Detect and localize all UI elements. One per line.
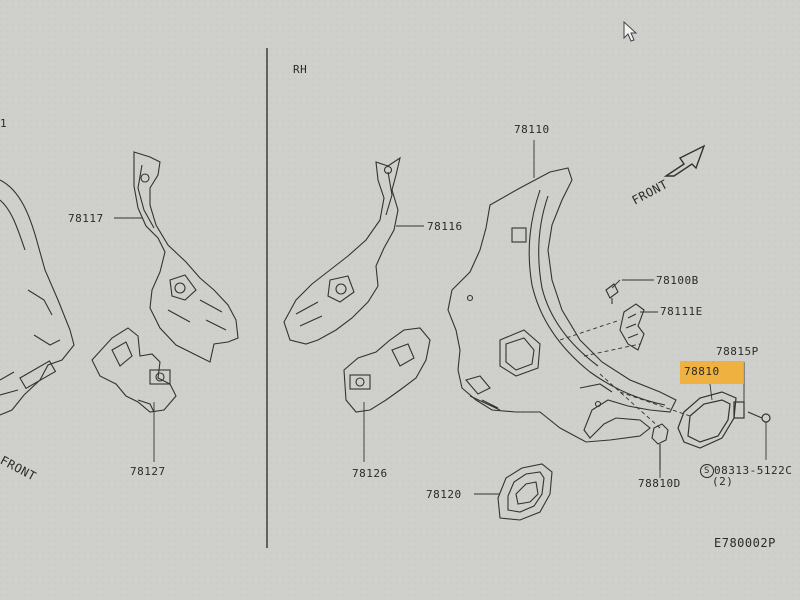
label-78111e: 78111E (660, 305, 703, 318)
label-08313: 08313-5122C (714, 464, 793, 477)
label-78126: 78126 (352, 467, 388, 480)
part-78100b-drawing (605, 283, 619, 304)
part-78111e-drawing (619, 303, 645, 351)
label-78810: 78810 (684, 365, 720, 378)
part-78110-drawing (447, 167, 677, 443)
label-78815p: 78815P (716, 345, 759, 358)
part-78120-drawing (497, 463, 553, 521)
label-78810d: 78810D (638, 477, 681, 490)
label-78110: 78110 (514, 123, 550, 136)
dashed-assembly-lines (559, 319, 691, 429)
part-78117-drawing (133, 151, 239, 363)
front-arrow-icon (663, 144, 706, 177)
label-78100b: 78100B (656, 274, 699, 287)
label-lh-cut: 1 (0, 117, 8, 130)
label-78117: 78117 (68, 212, 104, 225)
label-78127: 78127 (130, 465, 166, 478)
mouse-cursor-icon (623, 20, 638, 42)
label-08313-circle: S (700, 464, 714, 478)
part-78810d-drawing (651, 423, 669, 470)
lh-partial-panel (0, 179, 75, 416)
label-78116: 78116 (427, 220, 463, 233)
highlight-78810 (680, 361, 744, 384)
part-78126-drawing (343, 327, 431, 413)
part-78127-drawing (91, 327, 177, 413)
part-78116-drawing (283, 156, 401, 345)
figure-code: E780002P (714, 536, 776, 550)
label-78120: 78120 (426, 488, 462, 501)
label-08313-qty: (2) (712, 475, 734, 488)
label-rh: RH (293, 63, 308, 76)
